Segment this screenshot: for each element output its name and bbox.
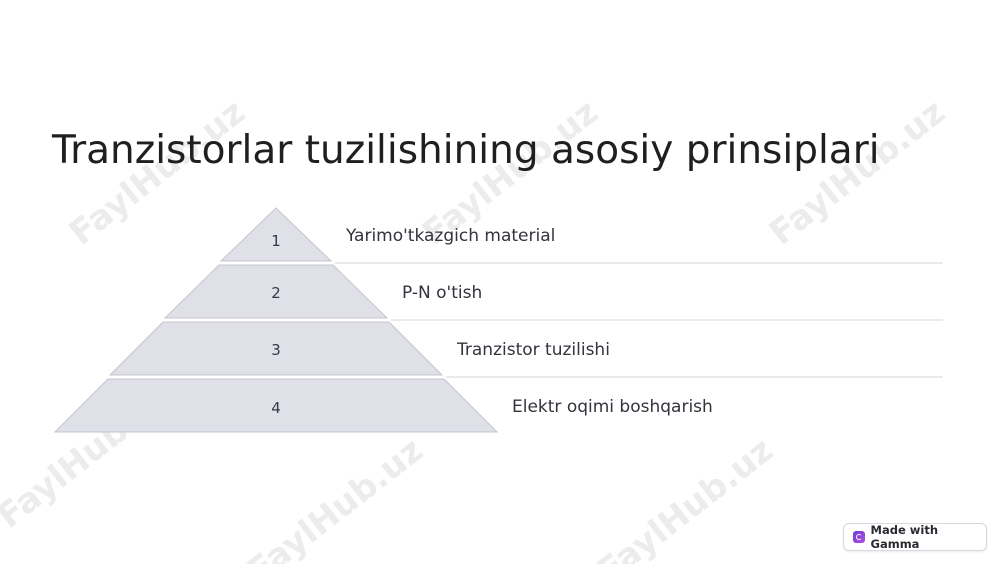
tier-label: P-N o'tish	[402, 283, 482, 303]
tier-shape	[219, 207, 333, 262]
tier-number: 3	[271, 341, 281, 359]
tier-shape	[163, 264, 389, 319]
pyramid-tier-4: 4 Elektr oqimi boshqarish	[53, 378, 713, 433]
badge-label: Made with Gamma	[870, 523, 939, 551]
gamma-logo-icon	[853, 531, 865, 543]
tier-label: Elektr oqimi boshqarish	[512, 397, 713, 417]
tier-label: Tranzistor tuzilishi	[456, 340, 610, 360]
tier-shape	[108, 321, 444, 376]
tier-number: 4	[271, 399, 281, 417]
made-with-gamma-badge[interactable]: Made with Gamma	[843, 523, 987, 551]
tier-number: 2	[271, 284, 281, 302]
pyramid-tier-3: 3 Tranzistor tuzilishi	[108, 321, 943, 378]
pyramid-tier-2: 2 P-N o'tish	[163, 264, 943, 321]
tier-shape	[53, 378, 499, 433]
page-title: Tranzistorlar tuzilishining asosiy prins…	[52, 128, 880, 173]
tier-number: 1	[271, 232, 281, 250]
pyramid-tier-1: 1 Yarimo'tkazgich material	[219, 207, 943, 264]
tier-label: Yarimo'tkazgich material	[345, 226, 555, 246]
